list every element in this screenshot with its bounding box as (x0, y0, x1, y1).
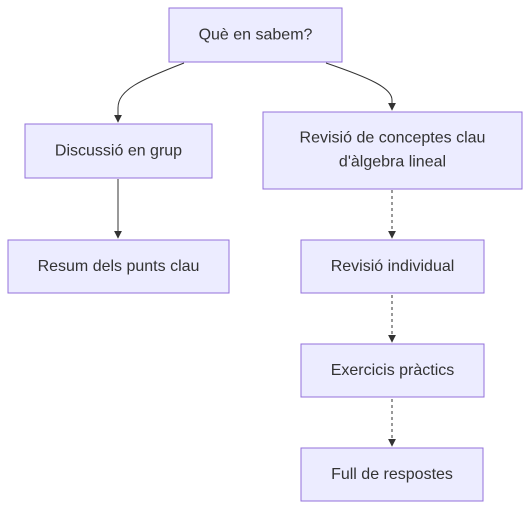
node-group-discussion-label: Discussió en grup (55, 143, 182, 160)
node-summary-label: Resum dels punts clau (38, 258, 200, 275)
node-individual-review-label: Revisió individual (331, 258, 455, 275)
node-answer-sheet-label: Full de respostes (331, 466, 453, 483)
edge-root-to-concepts (325, 62, 396, 111)
node-practice-exercises-label: Exercicis pràctics (331, 362, 455, 379)
node-answer-sheet[interactable]: Full de respostes (300, 447, 484, 502)
edges (114, 62, 396, 447)
node-individual-review[interactable]: Revisió individual (300, 239, 485, 294)
edge-root-to-group (114, 62, 185, 123)
node-group-discussion[interactable]: Discussió en grup (24, 123, 213, 179)
node-practice-exercises[interactable]: Exercicis pràctics (300, 343, 485, 398)
node-root-label: Què en sabem? (199, 27, 313, 44)
node-concept-review[interactable]: Revisió de conceptes clau d'àlgebra line… (262, 111, 523, 190)
node-concept-review-label-line-1: Revisió de conceptes clau (300, 130, 486, 147)
node-summary[interactable]: Resum dels punts clau (7, 239, 230, 294)
node-concept-review-label-line-2: d'àlgebra lineal (339, 154, 446, 171)
node-root[interactable]: Què en sabem? (168, 7, 343, 63)
